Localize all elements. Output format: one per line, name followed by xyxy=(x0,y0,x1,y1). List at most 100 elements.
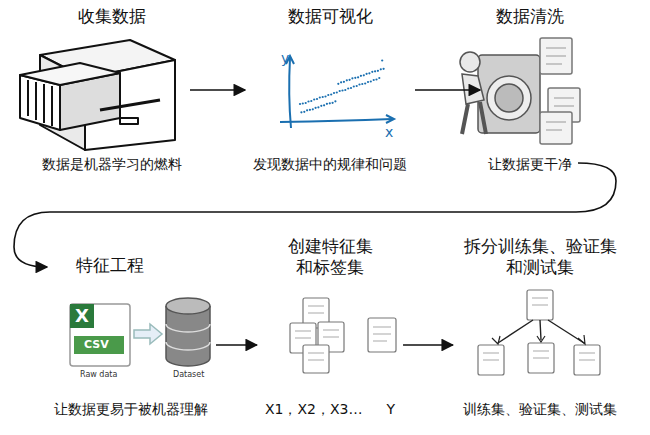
step-node: 创建特征集 和标签集 X1，X2，X3… Y xyxy=(261,236,399,418)
scatter-dot xyxy=(310,100,312,102)
scatter-dot xyxy=(322,96,324,98)
scatter-dot xyxy=(323,104,325,106)
step-node: 数据可视化发现数据中的规律和问题 xyxy=(249,6,411,173)
scatter-dot xyxy=(380,68,382,70)
scatter-dot xyxy=(363,74,365,76)
scatter-dot xyxy=(356,85,358,87)
scatter-dot xyxy=(347,87,349,89)
washing-machine xyxy=(460,38,580,144)
scatter-dot xyxy=(370,80,372,82)
scatter-dot xyxy=(339,90,341,92)
scatter-dot xyxy=(351,77,353,79)
scatter-dot xyxy=(349,79,351,81)
scatter-dot xyxy=(368,72,370,74)
scatter-dot xyxy=(361,83,363,85)
scatter-dot xyxy=(332,102,334,104)
paper-stacks xyxy=(290,290,600,375)
scatter-dot xyxy=(324,95,326,97)
illustration-label: CSV xyxy=(84,338,109,351)
scatter-dot xyxy=(340,81,342,83)
filing-cabinet xyxy=(20,40,175,150)
step-node: 特征工程让数据更易于被机器理解 xyxy=(50,255,212,418)
scatter-dot xyxy=(320,105,322,107)
scatter-dot xyxy=(344,89,346,91)
step-caption: 让数据更易于被机器理解 xyxy=(54,400,208,418)
scatter-dot xyxy=(353,85,355,87)
scatter-dot xyxy=(329,102,331,104)
illustration-space xyxy=(42,27,182,155)
step-caption: 训练集、验证集、测试集 xyxy=(461,400,619,418)
illustration-space xyxy=(488,27,572,155)
scatter-dot xyxy=(327,94,329,96)
illustration-label: x xyxy=(385,124,393,140)
scatter-dot xyxy=(354,77,356,79)
step-caption: 让数据更干净 xyxy=(488,155,572,173)
scatter-dot xyxy=(378,77,380,79)
scatter-dot xyxy=(336,91,338,93)
scatter-dot xyxy=(357,76,359,78)
scatter-dot xyxy=(373,79,375,81)
scatter-dot xyxy=(333,92,335,94)
scatter-dot xyxy=(377,70,379,72)
scatter-dot xyxy=(367,81,369,83)
scatter-dot xyxy=(337,83,339,85)
illustration-space xyxy=(265,278,395,400)
illustration-label: Raw data xyxy=(80,370,117,379)
scatter-dot xyxy=(346,79,348,81)
scatter-dot xyxy=(302,102,304,104)
scatter-dot xyxy=(316,98,318,100)
scatter-dot xyxy=(330,93,332,95)
step-heading: 数据清洗 xyxy=(488,6,572,27)
scatter-dot xyxy=(319,96,321,98)
flow-arrow xyxy=(415,89,480,91)
scatter-dot xyxy=(375,78,377,80)
scatter-dot xyxy=(303,111,305,113)
step-node: 拆分训练集、验证集 和测试集训练集、验证集、测试集 xyxy=(457,236,623,418)
scatter-dot xyxy=(374,70,376,72)
scatter-dot xyxy=(317,106,319,108)
csv-to-dataset xyxy=(70,298,210,366)
scatter-plot xyxy=(280,56,394,128)
step-heading: 特征工程 xyxy=(54,255,208,276)
illustration-label: y xyxy=(281,50,289,66)
scatter-dot xyxy=(341,89,343,91)
scatter-dot xyxy=(371,71,373,73)
scatter-dot xyxy=(381,59,383,61)
scatter-dot xyxy=(307,100,309,102)
scatter-dot xyxy=(358,83,360,85)
step-heading: 数据可视化 xyxy=(253,6,407,27)
flow-arrow xyxy=(216,344,257,346)
illustration-space xyxy=(461,278,619,400)
step-node: 数据清洗让数据更干净 xyxy=(484,6,576,173)
scatter-dot xyxy=(313,98,315,100)
scatter-dot xyxy=(300,111,302,113)
step-caption: Y xyxy=(386,400,395,418)
step-caption: X1，X2，X3… xyxy=(265,400,363,418)
caption-row: X1，X2，X3… Y xyxy=(265,400,395,418)
scatter-dot xyxy=(364,82,366,84)
scatter-dot xyxy=(350,87,352,89)
illustration-space xyxy=(54,276,208,400)
step-node: 收集数据数据是机器学习的燃料 xyxy=(38,6,186,173)
scatter-dot xyxy=(383,68,385,70)
scatter-dot xyxy=(309,109,311,111)
scatter-dot xyxy=(315,107,317,109)
step-heading: 拆分训练集、验证集 和测试集 xyxy=(461,236,619,278)
illustration-space xyxy=(253,27,407,155)
flow-arrow xyxy=(190,89,245,91)
flow-arrow xyxy=(403,344,453,346)
scatter-dot xyxy=(334,100,336,102)
scatter-dot xyxy=(299,103,301,105)
step-heading: 创建特征集 和标签集 xyxy=(285,236,375,278)
scatter-dot xyxy=(366,73,368,75)
illustration-label: Dataset xyxy=(173,370,204,379)
step-caption: 数据是机器学习的燃料 xyxy=(42,155,182,173)
illustration-label: X xyxy=(75,305,89,326)
scatter-dot xyxy=(312,108,314,110)
scatter-dot xyxy=(343,81,345,83)
scatter-dot xyxy=(360,75,362,77)
scatter-dot xyxy=(306,109,308,111)
scatter-dot xyxy=(305,102,307,104)
